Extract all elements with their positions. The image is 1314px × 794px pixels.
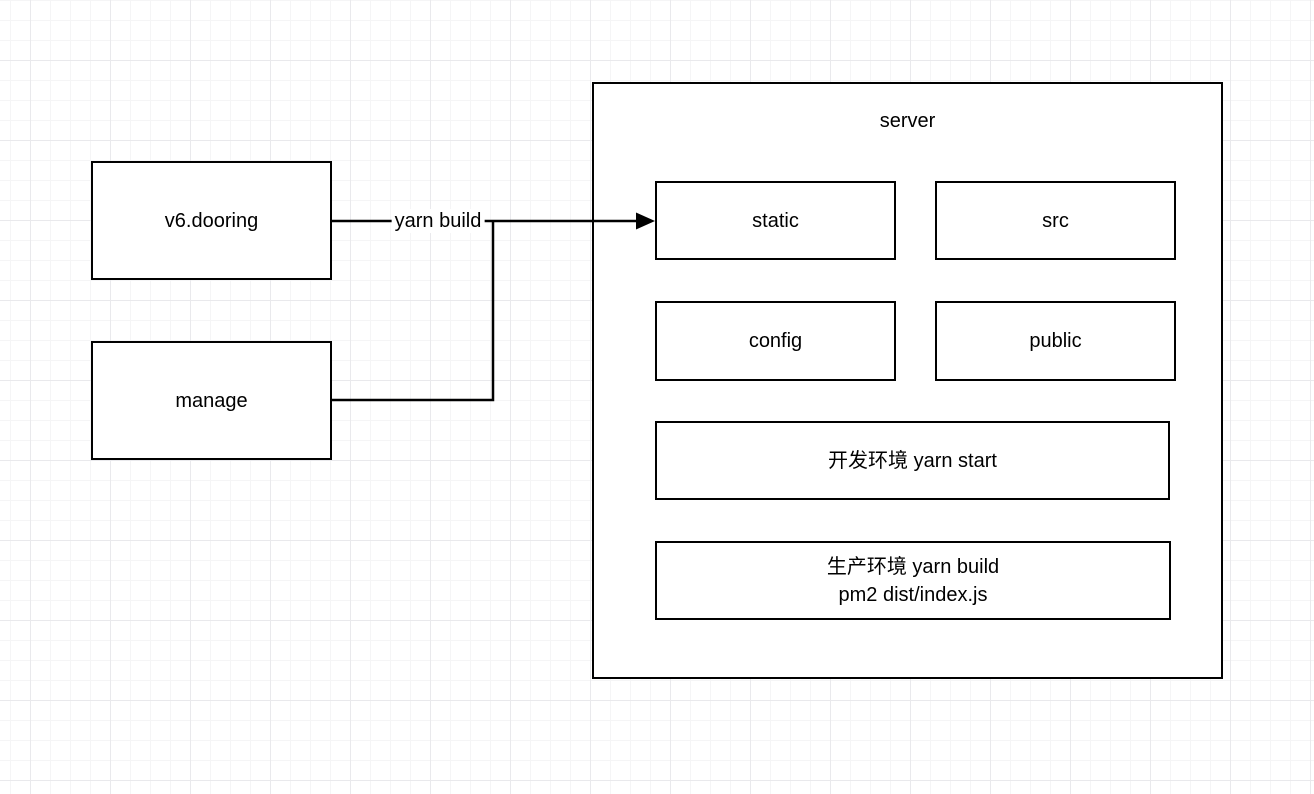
node-v6-dooring-label: v6.dooring (164, 209, 259, 232)
node-manage-label: manage (175, 389, 248, 412)
node-public-label: public (1029, 330, 1082, 352)
edge-label-yarn-build[interactable]: yarn build (391, 209, 485, 233)
edge-manage-to-build[interactable] (332, 221, 495, 402)
node-static[interactable]: static (655, 181, 896, 260)
node-server-label: server (879, 110, 936, 132)
node-src-label: src (1042, 209, 1069, 232)
node-manage[interactable]: manage (91, 341, 332, 460)
node-prod-env-line1: 生产环境 yarn build (826, 555, 1000, 578)
node-dev-env-label: 开发环境 yarn start (828, 449, 997, 472)
node-public[interactable]: public (935, 301, 1176, 381)
node-static-label: static (752, 209, 799, 232)
arrowhead-icon (636, 212, 655, 230)
node-dev-env[interactable]: 开发环境 yarn start (655, 421, 1170, 500)
node-config-label: config (748, 330, 803, 352)
node-config[interactable]: config (655, 301, 896, 381)
node-v6-dooring[interactable]: v6.dooring (91, 161, 332, 280)
node-prod-env-label: 生产环境 yarn build pm2 dist/index.js (827, 553, 999, 609)
node-prod-env-line2: pm2 dist/index.js (838, 583, 988, 606)
node-src[interactable]: src (935, 181, 1176, 260)
node-prod-env[interactable]: 生产环境 yarn build pm2 dist/index.js (655, 541, 1171, 620)
